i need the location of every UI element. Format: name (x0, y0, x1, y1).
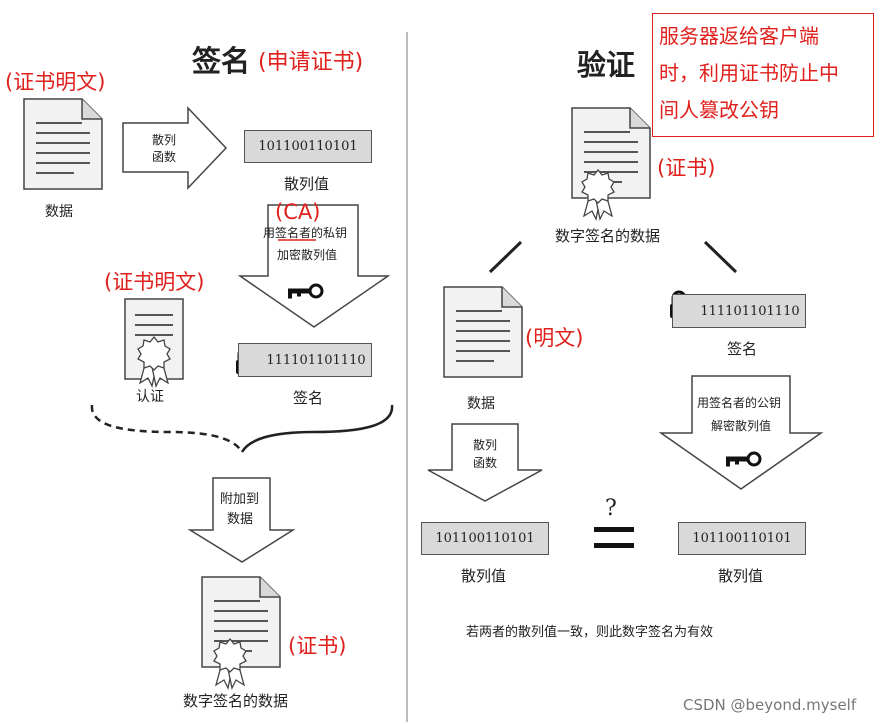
hash-function-arrow (122, 106, 228, 190)
hash-function-arrow-right (427, 423, 543, 502)
right-signed-data-label: 数字签名的数据 (555, 227, 661, 245)
data-document-icon-right (443, 286, 523, 378)
signature-value: 111101101110 (238, 343, 372, 377)
hash-value: 101100110101 (244, 130, 372, 163)
equals-bar-top (594, 527, 634, 532)
cert-label: 认证 (136, 389, 164, 405)
attach-text-2: 数据 (227, 512, 254, 527)
plain-note: (明文) (525, 326, 584, 350)
hash-value-label: 散列值 (284, 175, 330, 193)
encrypt-arrow (237, 204, 391, 328)
encrypt-text-1: 用签名者的私钥 (263, 226, 348, 240)
split-line-left (488, 240, 523, 274)
callout-line-1: 服务器返给客户端 (659, 24, 819, 48)
right-cert-note: (证书) (657, 156, 716, 180)
equals-bar-bottom (594, 543, 634, 548)
signed-document-icon (201, 576, 281, 689)
signed-cert-note: (证书) (288, 634, 347, 658)
doc-note-top: (证书明文) (5, 70, 106, 94)
brace-dashed (90, 404, 244, 453)
ca-note: (CA) (275, 200, 321, 224)
hash-value-right: 101100110101 (678, 522, 806, 555)
signed-data-label: 数字签名的数据 (183, 692, 289, 710)
right-signature-label: 签名 (727, 340, 758, 358)
callout-line-2: 时，利用证书防止中 (659, 61, 839, 85)
signed-document-icon-right (571, 107, 651, 220)
right-signature-value: 111101101110 (672, 294, 806, 328)
callout-line-3: 间人篡改公钥 (659, 98, 779, 122)
encrypt-text-2: 加密散列值 (277, 248, 338, 262)
attach-text-1: 附加到 (220, 492, 260, 507)
data-label: 数据 (45, 204, 73, 220)
hash-func-label-1: 散列 (152, 133, 177, 147)
hash-label-right: 散列值 (718, 567, 764, 585)
right-hash-func-label-2: 函数 (473, 456, 498, 470)
signature-label: 签名 (293, 389, 324, 407)
attach-arrow (187, 477, 296, 563)
right-title: 验证 (577, 48, 636, 82)
callout-box: 服务器返给客户端 时，利用证书防止中 间人篡改公钥 (652, 13, 874, 137)
conclusion: 若两者的散列值一致，则此数字签名为有效 (466, 625, 714, 640)
left-title-note: (申请证书) (258, 50, 364, 75)
hash-func-label-2: 函数 (152, 150, 177, 164)
right-hash-func-label-1: 散列 (473, 438, 498, 452)
decrypt-arrow (658, 375, 824, 490)
question-mark: ? (605, 496, 617, 521)
hash-label-left: 散列值 (461, 567, 507, 585)
data-document-icon (23, 98, 103, 190)
cert-note: (证书明文) (104, 270, 205, 294)
left-title: 签名 (192, 44, 251, 78)
hash-value-left: 101100110101 (421, 522, 549, 555)
watermark: CSDN @beyond.myself (683, 696, 857, 714)
brace-solid (240, 404, 394, 453)
split-line-right (703, 240, 738, 274)
decrypt-text-1: 用签名者的公钥 (697, 396, 782, 410)
right-data-label: 数据 (467, 396, 495, 412)
decrypt-text-2: 解密散列值 (711, 419, 772, 433)
certificate-icon (124, 298, 184, 387)
